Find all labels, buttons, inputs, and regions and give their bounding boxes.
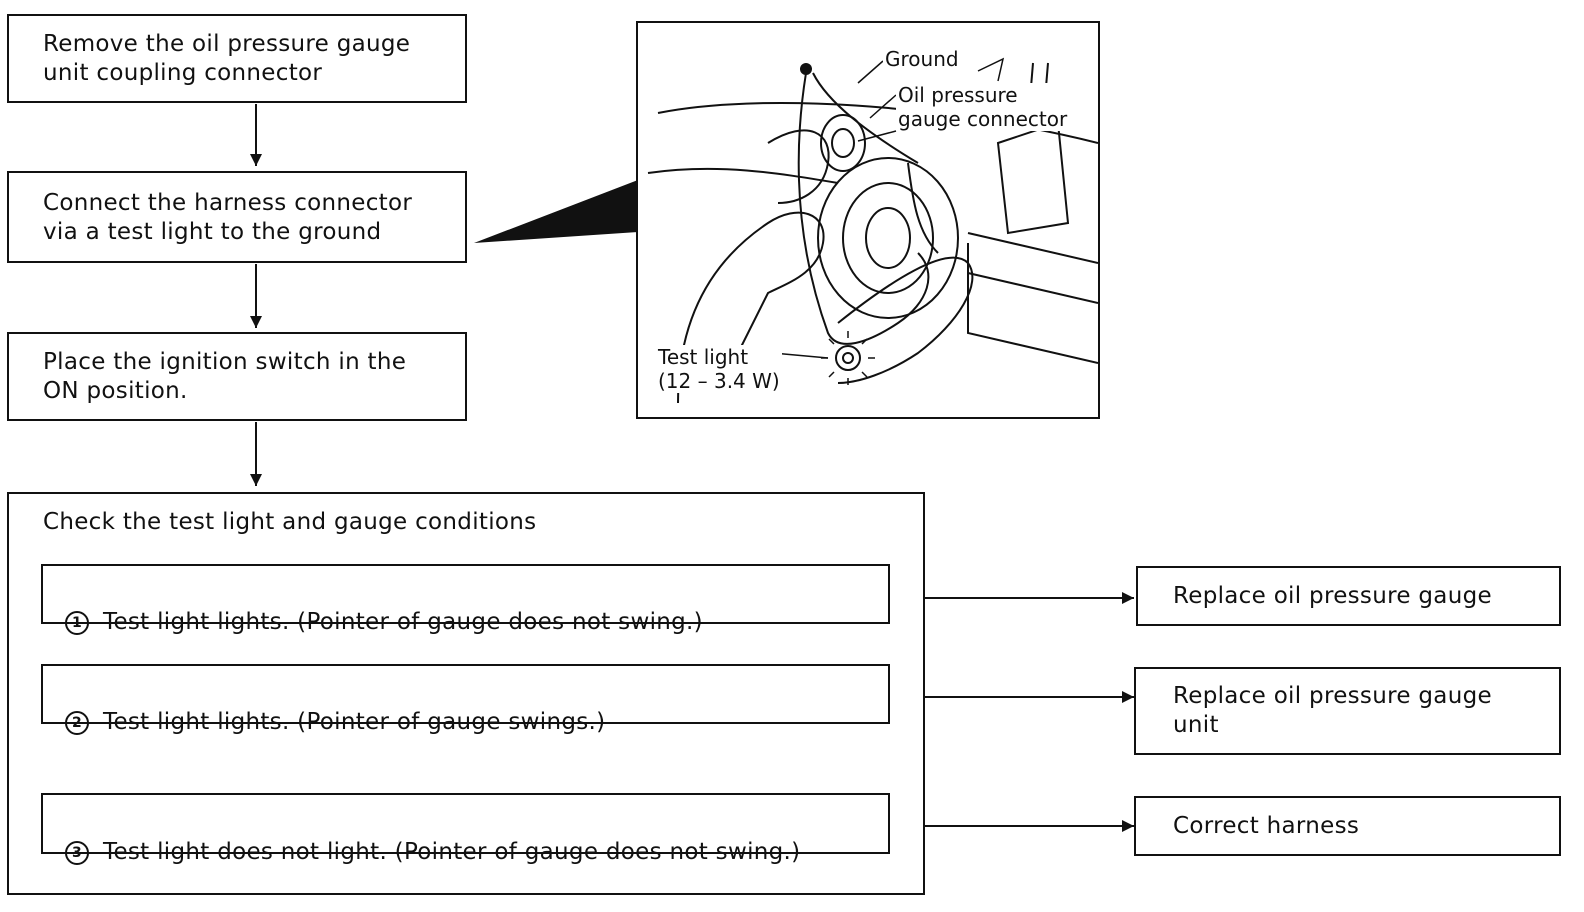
step-2-text: Connect the harness connector via a test… bbox=[43, 190, 413, 245]
condition-2-box: 2 Test light lights. (Pointer of gauge sw… bbox=[41, 664, 890, 735]
step-remove-connector: Remove the oil pressure gauge unit coupl… bbox=[7, 14, 467, 103]
result-3-text: Correct harness bbox=[1173, 813, 1360, 839]
result-1-box: Replace oil pressure gauge bbox=[1136, 566, 1561, 626]
condition-3-box: 3 Test light does not light. (Pointer of … bbox=[41, 793, 890, 865]
illustration-panel: Ground Oil pressure gauge connector Test… bbox=[636, 21, 1100, 419]
condition-1-box: 1 Test light lights. (Pointer of gauge do… bbox=[41, 564, 890, 635]
result-3-box: Correct harness bbox=[1134, 796, 1561, 856]
step-ignition-on: Place the ignition switch in the ON posi… bbox=[7, 332, 467, 421]
condition-1-number: 1 bbox=[65, 611, 89, 635]
condition-3-text: Test light does not light. (Pointer of g… bbox=[103, 839, 801, 865]
check-title: Check the test light and gauge condition… bbox=[43, 509, 537, 535]
condition-3-number: 3 bbox=[65, 841, 89, 865]
callout-wedge bbox=[474, 180, 638, 243]
step-3-text: Place the ignition switch in the ON posi… bbox=[43, 349, 407, 404]
condition-2-text: Test light lights. (Pointer of gauge swi… bbox=[103, 709, 606, 735]
ground-label: Ground bbox=[883, 47, 961, 71]
connector-label: Oil pressure gauge connector bbox=[896, 83, 1070, 131]
condition-2-number: 2 bbox=[65, 711, 89, 735]
result-2-box: Replace oil pressure gauge unit bbox=[1134, 667, 1561, 755]
test-light-label: Test light (12 – 3.4 W) bbox=[656, 345, 782, 393]
step-connect-harness: Connect the harness connector via a test… bbox=[7, 171, 467, 263]
result-1-text: Replace oil pressure gauge bbox=[1173, 583, 1492, 609]
step-1-text: Remove the oil pressure gauge unit coupl… bbox=[43, 31, 411, 86]
condition-1-text: Test light lights. (Pointer of gauge doe… bbox=[103, 609, 703, 635]
result-2-text: Replace oil pressure gauge unit bbox=[1173, 683, 1492, 738]
